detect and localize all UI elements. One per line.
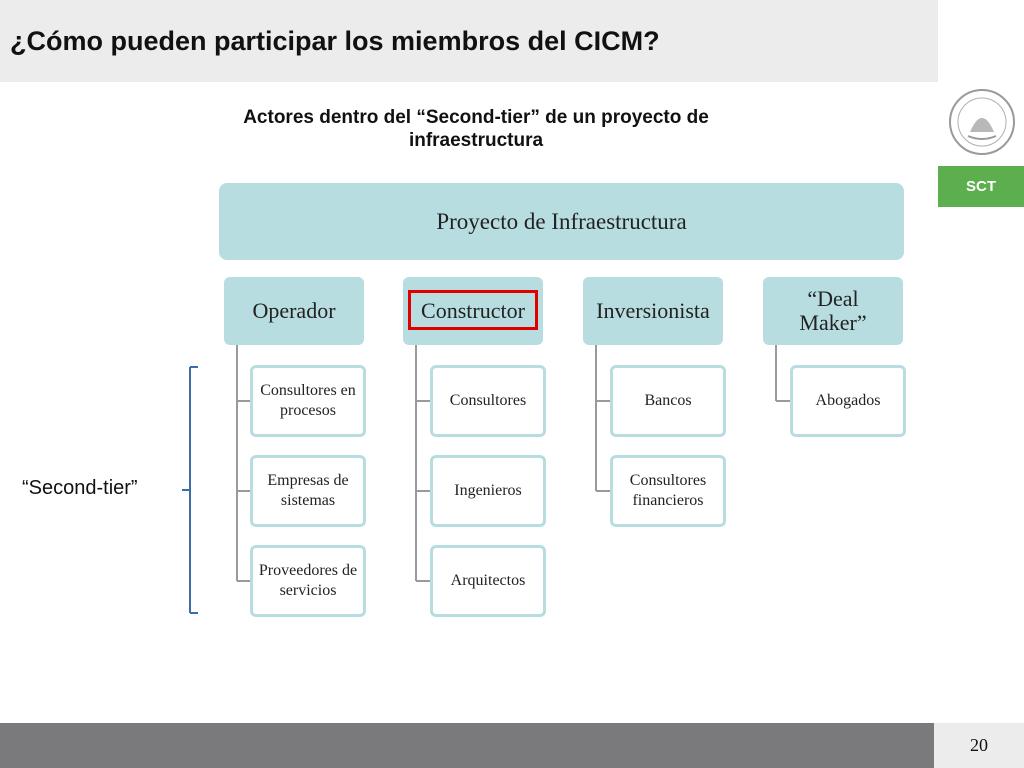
node-bancos: Bancos	[610, 365, 726, 437]
sct-logo: SCT	[938, 166, 1024, 207]
category-operador: Operador	[224, 277, 364, 345]
category-deal-maker: “Deal Maker”	[763, 277, 903, 345]
mexican-seal-icon	[949, 89, 1015, 155]
footer-bar	[0, 723, 934, 768]
category-inversionista: Inversionista	[583, 277, 723, 345]
root-node: Proyecto de Infraestructura	[219, 183, 904, 260]
node-consultores-en-procesos: Consultores en procesos	[250, 365, 366, 437]
node-consultores: Consultores	[430, 365, 546, 437]
page-number: 20	[934, 723, 1024, 768]
node-proveedores-de-servicios: Proveedores de servicios	[250, 545, 366, 617]
title-bar: ¿Cómo pueden participar los miembros del…	[0, 0, 938, 82]
node-ingenieros: Ingenieros	[430, 455, 546, 527]
node-empresas-de-sistemas: Empresas de sistemas	[250, 455, 366, 527]
node-consultores-financieros: Consultores financieros	[610, 455, 726, 527]
node-arquitectos: Arquitectos	[430, 545, 546, 617]
slide-title: ¿Cómo pueden participar los miembros del…	[10, 26, 660, 56]
second-tier-label: “Second-tier”	[22, 477, 138, 499]
highlight-constructor	[408, 290, 538, 330]
diagram-subtitle: Actores dentro del “Second-tier” de un p…	[243, 107, 709, 151]
category-constructor: Constructor	[403, 277, 543, 345]
node-abogados: Abogados	[790, 365, 906, 437]
